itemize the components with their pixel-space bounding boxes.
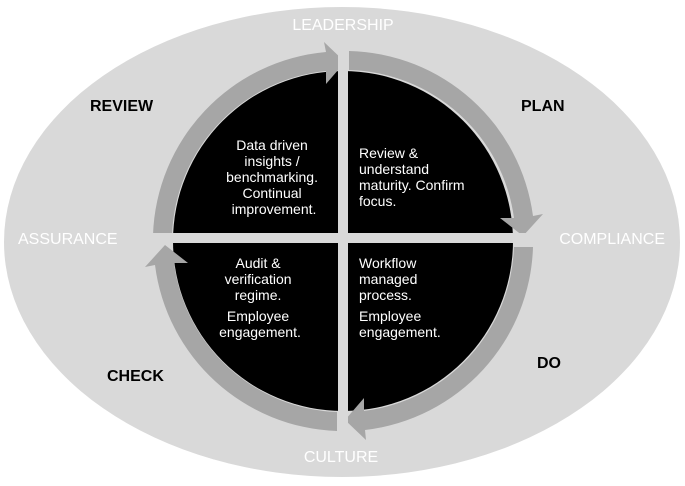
- horizontal-divider: [150, 233, 538, 243]
- quadrant-text-do: Workflow managed process. Employee engag…: [359, 255, 441, 340]
- quadrant-do-line: engagement.: [359, 324, 441, 340]
- quadrant-review-line: benchmarking.: [226, 169, 318, 185]
- quadrant-check-line: engagement.: [219, 324, 301, 340]
- quadrant-text-plan: Review & understand maturity. Confirm fo…: [359, 145, 468, 209]
- quadrant-plan-line: Review &: [359, 145, 419, 161]
- arrow-review-to-plan: [153, 42, 345, 235]
- quadrant-do-line: Workflow: [359, 255, 417, 271]
- quadrant-do-line: process.: [359, 287, 412, 303]
- arrow-check-to-review: [145, 245, 337, 431]
- axis-label-bottom: CULTURE: [304, 449, 378, 466]
- quadrant-review-line: Data driven: [236, 137, 308, 153]
- quadrant-text-review: Data driven insights / benchmarking. Con…: [226, 137, 322, 217]
- quadrant-review-line: insights /: [244, 153, 299, 169]
- quadrant-check-line: regime.: [235, 287, 282, 303]
- quadrant-do-line: Employee: [359, 308, 421, 324]
- quadrant-text-check: Audit & verification regime. Employee en…: [219, 255, 301, 340]
- quadrant-review-line: improvement.: [232, 201, 317, 217]
- phase-label-check: CHECK: [107, 368, 164, 385]
- axis-label-top: LEADERSHIP: [292, 17, 393, 34]
- quadrant-plan-line: maturity. Confirm: [359, 177, 465, 193]
- quadrant-check-line: Employee: [227, 308, 289, 324]
- quadrant-review-line: Continual: [242, 185, 301, 201]
- phase-label-do: DO: [537, 355, 561, 372]
- quadrant-check-line: verification: [225, 271, 292, 287]
- arrow-do-to-check: [345, 247, 533, 440]
- phase-label-plan: PLAN: [521, 98, 565, 115]
- quadrant-plan-line: understand: [359, 161, 429, 177]
- phase-label-review: REVIEW: [90, 98, 154, 115]
- quadrant-dividers: [150, 52, 538, 432]
- arrow-plan-to-do: [349, 51, 543, 236]
- quadrant-do-line: managed: [359, 271, 417, 287]
- axis-label-right: COMPLIANCE: [559, 231, 665, 248]
- quadrant-plan-line: focus.: [359, 193, 396, 209]
- cycle-arrows: [145, 42, 543, 440]
- quadrant-check-line: Audit &: [235, 255, 281, 271]
- axis-label-left: ASSURANCE: [18, 231, 118, 248]
